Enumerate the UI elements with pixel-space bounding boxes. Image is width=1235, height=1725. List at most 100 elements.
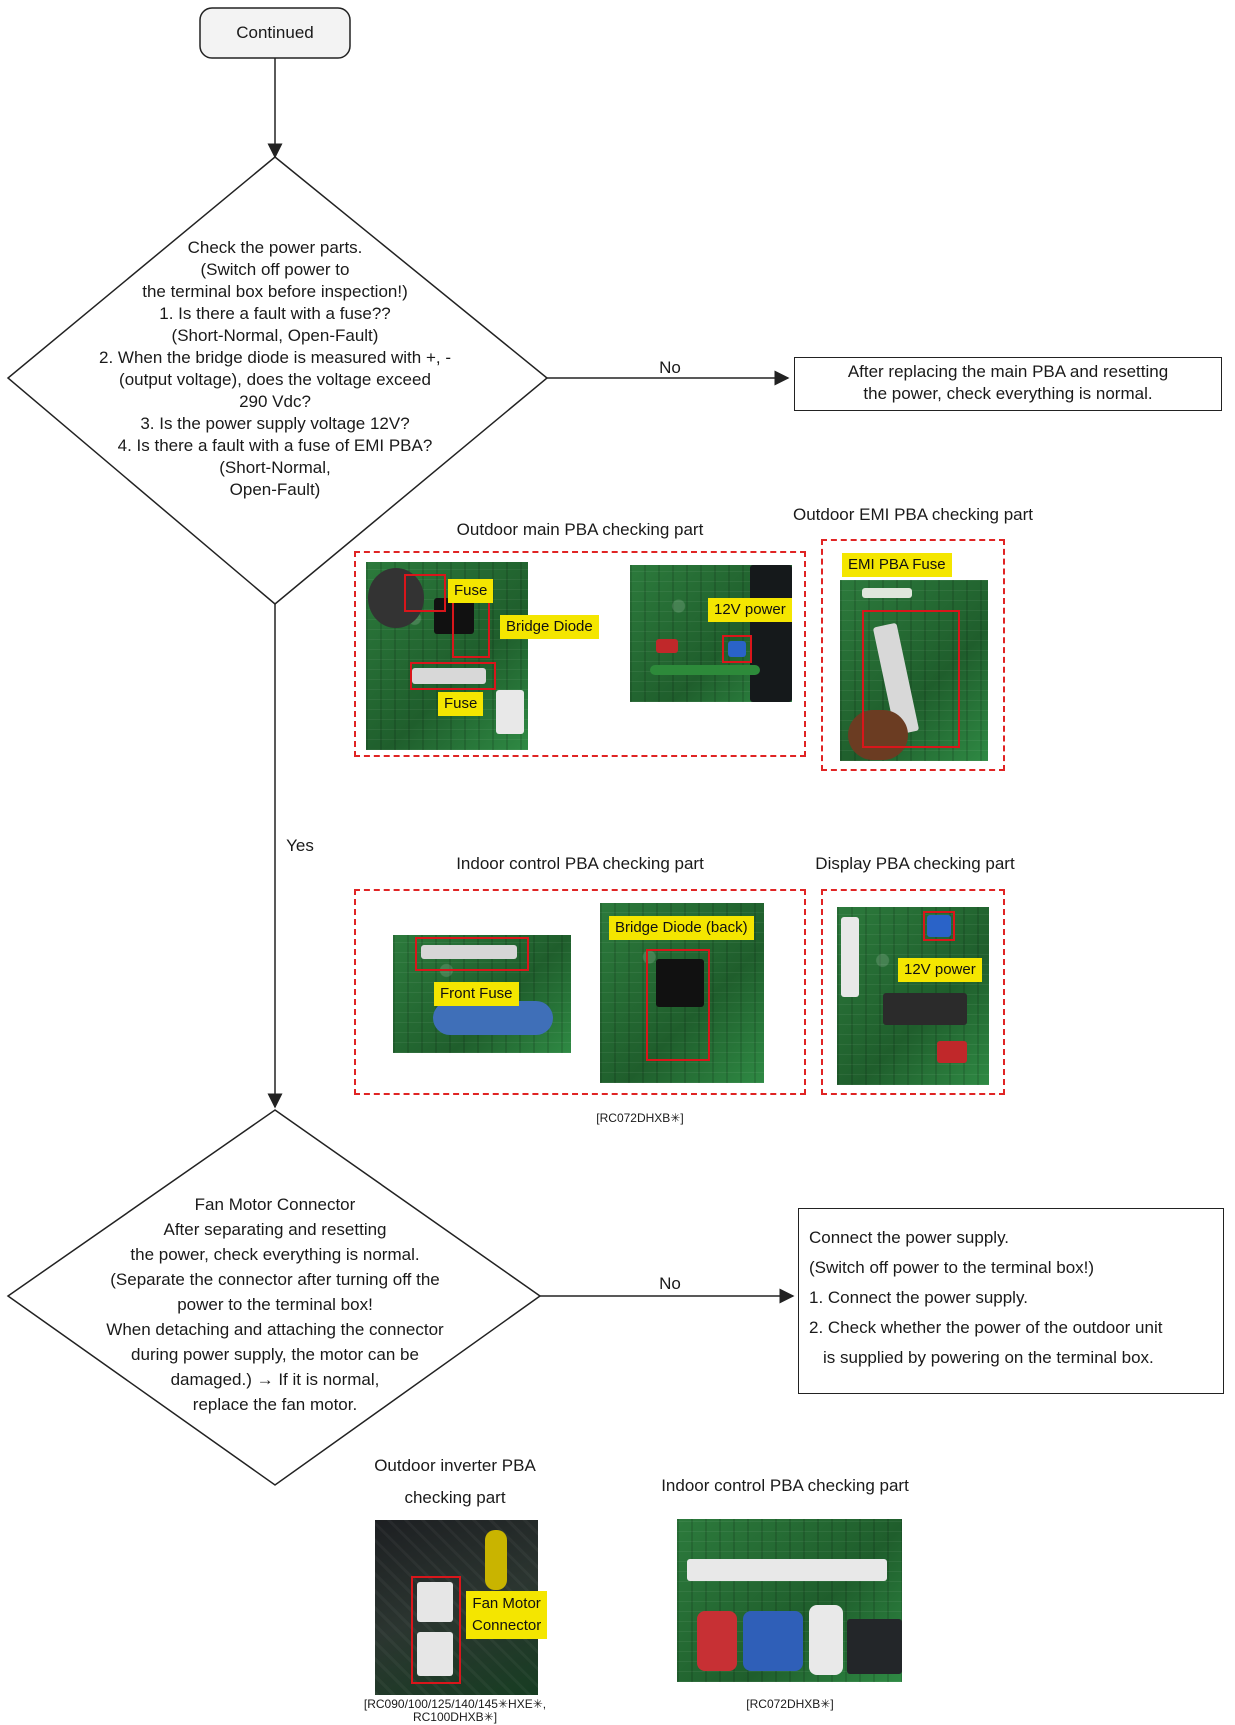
indoor-control-title-1: Indoor control PBA checking part: [456, 854, 704, 873]
photo-indoor-fan-connector: [677, 1519, 902, 1682]
brown-wire: [848, 710, 908, 760]
wires-red: [697, 1611, 737, 1671]
12v-display-highlight: [923, 911, 955, 941]
decision2-text: Fan Motor Connector After separating and…: [40, 1192, 510, 1417]
fuse-glass: [421, 945, 517, 959]
start-label: Continued: [236, 23, 314, 42]
action2-line: Connect the power supply.: [809, 1228, 1010, 1247]
indoor-control-dashed-frame: [354, 889, 806, 1095]
tag-emi-fuse: EMI PBA Fuse: [842, 553, 952, 577]
display-dashed-frame: [821, 889, 1005, 1095]
action1-line: After replacing the main PBA and resetti…: [847, 362, 1169, 381]
outdoor-main-dashed-frame: [354, 551, 806, 757]
decision2-line: Fan Motor Connector: [194, 1195, 356, 1214]
tag-12v-main: 12V power: [708, 598, 792, 622]
action1-line: the power, check everything is normal.: [863, 384, 1153, 403]
model-caption-1: [RC072DHXB✳]: [596, 1111, 684, 1125]
bridge-back-highlight: [646, 949, 710, 1061]
action2-box: Connect the power supply. (Switch off po…: [798, 1208, 1224, 1394]
red-switch: [937, 1041, 967, 1063]
inverter-caption-2: RC100DHXB✳]: [412, 1710, 498, 1724]
tag-fuse-bottom: Fuse: [438, 692, 484, 716]
action2-line: 1. Connect the power supply.: [809, 1288, 1028, 1307]
white-connector-row: [687, 1559, 887, 1581]
seven-seg-display: [883, 993, 967, 1025]
decision1-no-label: No: [659, 358, 681, 377]
outdoor-inverter-title-1: Outdoor inverter PBA: [374, 1456, 536, 1475]
action1-box: After replacing the main PBA and resetti…: [794, 357, 1222, 411]
photo-display-pba: [837, 907, 989, 1085]
decision2-line: After separating and resetting: [163, 1220, 387, 1239]
decision2-line: the power, check everything is normal.: [130, 1245, 420, 1264]
indoor-control-title-2: Indoor control PBA checking part: [661, 1476, 909, 1495]
green-wire: [650, 665, 760, 675]
tag-fan-motor: Fan Motor Connector: [466, 1591, 548, 1639]
decision1-text: Check the power parts. (Switch off power…: [60, 237, 490, 501]
tag-bridge-back: Bridge Diode (back): [609, 916, 754, 940]
action2-line: (Switch off power to the terminal box!): [809, 1258, 1095, 1277]
decision1-line: 2. When the bridge diode is measured wit…: [99, 348, 451, 367]
tag-fuse-top: Fuse: [448, 579, 494, 603]
blue-connector: [927, 915, 951, 937]
dark-pipe: [847, 1619, 902, 1674]
fuse-glass: [412, 668, 486, 684]
photo-emi-pba: [840, 580, 988, 761]
white-connector-a: [417, 1582, 453, 1622]
decision1-line: 3. Is the power supply voltage 12V?: [140, 414, 410, 433]
white-connector-b: [417, 1632, 453, 1676]
red-connector: [656, 639, 678, 653]
decision1-yes-label: Yes: [286, 836, 314, 855]
tag-bridge-diode: Bridge Diode: [500, 615, 599, 639]
12v-main-highlight: [722, 635, 752, 663]
front-fuse-highlight: [415, 937, 529, 971]
action2-line: 2. Check whether the power of the outdoo…: [809, 1318, 1163, 1337]
decision2-line: (Separate the connector after turning of…: [110, 1270, 440, 1289]
action2-text: Connect the power supply. (Switch off po…: [809, 1223, 1219, 1373]
photo-main-pba-fuse: [366, 562, 528, 750]
fuse-bottom-highlight: [410, 662, 496, 690]
chip: [434, 598, 474, 634]
decision1-line: Check the power parts.: [187, 238, 363, 257]
decision1-line: 4. Is there a fault with a fuse of EMI P…: [117, 436, 433, 455]
fuse-top-highlight: [404, 574, 446, 612]
wires-white: [809, 1605, 843, 1675]
tag-front-fuse: Front Fuse: [434, 982, 519, 1006]
white-connector: [841, 917, 859, 997]
outdoor-main-title: Outdoor main PBA checking part: [456, 520, 704, 539]
dark-edge: [750, 565, 792, 702]
outdoor-inverter-title-2: checking part: [404, 1488, 506, 1507]
board-label: [862, 588, 912, 598]
decision1-line: 290 Vdc?: [239, 392, 311, 411]
fan-connector-highlight: [411, 1576, 461, 1684]
decision2-line: power to the terminal box!: [177, 1295, 373, 1314]
tag-fan-motor-line1: Fan Motor: [472, 1595, 541, 1612]
decision2-line: during power supply, the motor can be: [131, 1345, 419, 1364]
bridge-diode-highlight: [452, 600, 490, 658]
outdoor-emi-dashed-frame: [821, 539, 1005, 771]
emi-fuse-highlight: [862, 610, 960, 748]
decision1-line: Open-Fault): [229, 480, 321, 499]
decision1-line: (Switch off power to: [200, 260, 350, 279]
tag-12v-display: 12V power: [898, 958, 982, 982]
tag-fan-motor-line2: Connector: [472, 1617, 542, 1634]
decision2-diamond: [6, 1109, 542, 1486]
decision2-line: When detaching and attaching the connect…: [106, 1320, 444, 1339]
diode-chip: [656, 959, 704, 1007]
action2-line: is supplied by powering on the terminal …: [823, 1348, 1154, 1367]
blue-connector: [728, 641, 746, 657]
decision2-no-label: No: [659, 1274, 681, 1293]
outdoor-emi-title: Outdoor EMI PBA checking part: [792, 505, 1033, 524]
photo-main-pba-12v: [630, 565, 792, 702]
blue-coils: [433, 1001, 553, 1035]
display-title: Display PBA checking part: [815, 854, 1015, 873]
decision1-line: (output voltage), does the voltage excee…: [119, 370, 431, 389]
decision2-line: damaged.) → If it is normal,: [170, 1370, 380, 1389]
yellow-cable: [485, 1530, 507, 1590]
decision2-line: replace the fan motor.: [192, 1395, 358, 1414]
indoor-caption-2: [RC072DHXB✳]: [746, 1697, 834, 1711]
white-connector: [496, 690, 524, 734]
decision1-line: 1. Is there a fault with a fuse??: [159, 304, 391, 323]
decision1-line: the terminal box before inspection!): [142, 282, 408, 301]
decision1-line: (Short-Normal, Open-Fault): [171, 326, 379, 345]
